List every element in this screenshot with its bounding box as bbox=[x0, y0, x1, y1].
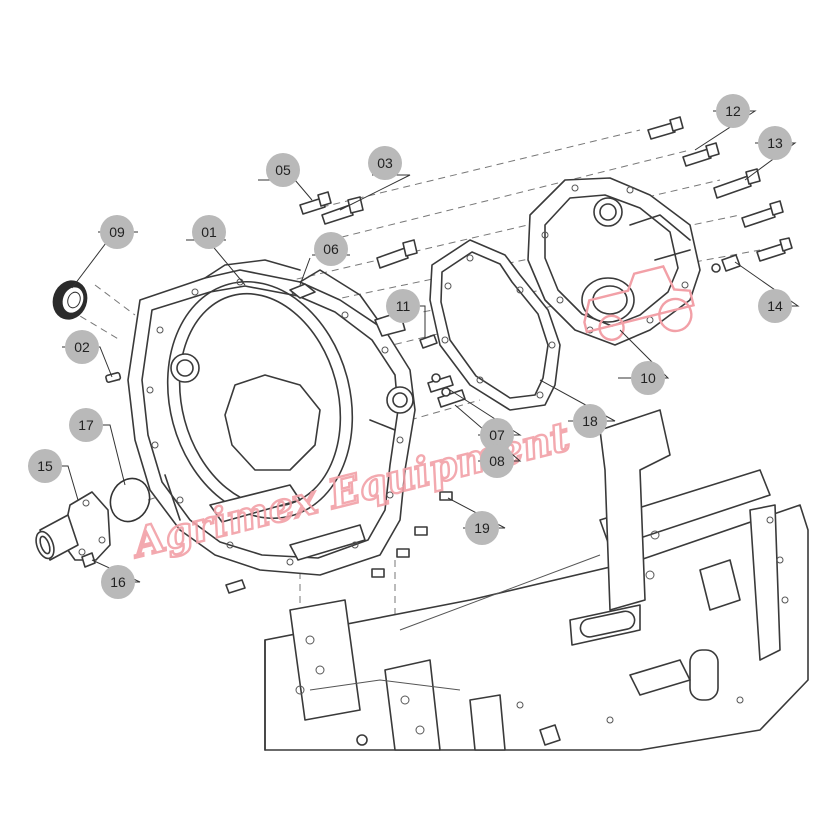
callout-02: 02 bbox=[65, 330, 99, 364]
svg-text:16: 16 bbox=[110, 574, 126, 590]
callout-12: 12 bbox=[716, 94, 750, 128]
callout-14: 14 bbox=[758, 289, 792, 323]
seal-09 bbox=[52, 280, 88, 320]
callout-11: 11 bbox=[386, 289, 420, 323]
svg-text:13: 13 bbox=[767, 135, 783, 151]
callout-19: 19 bbox=[465, 511, 499, 545]
callout-08: 08 bbox=[480, 444, 514, 478]
gasket-18 bbox=[429, 239, 561, 411]
callout-13: 13 bbox=[758, 126, 792, 160]
callout-16: 16 bbox=[101, 565, 135, 599]
bolts-upper bbox=[299, 191, 450, 312]
gear-case-10 bbox=[527, 177, 701, 346]
svg-text:10: 10 bbox=[640, 370, 656, 386]
callout-17: 17 bbox=[69, 408, 103, 442]
svg-text:18: 18 bbox=[582, 413, 598, 429]
o-ring-17 bbox=[109, 477, 151, 523]
svg-text:01: 01 bbox=[201, 224, 217, 240]
small-hardware bbox=[225, 334, 466, 594]
svg-text:11: 11 bbox=[396, 298, 411, 314]
callout-10: 10 bbox=[631, 361, 665, 395]
svg-text:15: 15 bbox=[37, 458, 53, 474]
svg-text:06: 06 bbox=[323, 241, 339, 257]
svg-text:19: 19 bbox=[474, 520, 490, 536]
flange-housing-15 bbox=[35, 491, 111, 561]
svg-text:07: 07 bbox=[489, 427, 505, 443]
callout-15: 15 bbox=[28, 449, 62, 483]
callout-05: 05 bbox=[266, 153, 300, 187]
callout-01: 01 bbox=[192, 215, 226, 249]
svg-text:03: 03 bbox=[377, 155, 393, 171]
callout-07: 07 bbox=[480, 418, 514, 452]
callout-06: 06 bbox=[314, 232, 348, 266]
svg-text:09: 09 bbox=[109, 224, 125, 240]
callout-18: 18 bbox=[573, 404, 607, 438]
callout-03: 03 bbox=[368, 146, 402, 180]
svg-text:17: 17 bbox=[78, 417, 94, 433]
callout-09: 09 bbox=[100, 215, 134, 249]
svg-text:08: 08 bbox=[489, 453, 505, 469]
svg-text:14: 14 bbox=[767, 298, 783, 314]
svg-text:12: 12 bbox=[725, 103, 741, 119]
svg-text:02: 02 bbox=[74, 339, 90, 355]
pin-02 bbox=[105, 371, 122, 384]
bolts-right bbox=[647, 116, 793, 273]
tractor-frame bbox=[264, 409, 809, 751]
bell-housing-01 bbox=[127, 259, 416, 576]
svg-text:05: 05 bbox=[275, 162, 291, 178]
bolt-16 bbox=[81, 552, 96, 568]
